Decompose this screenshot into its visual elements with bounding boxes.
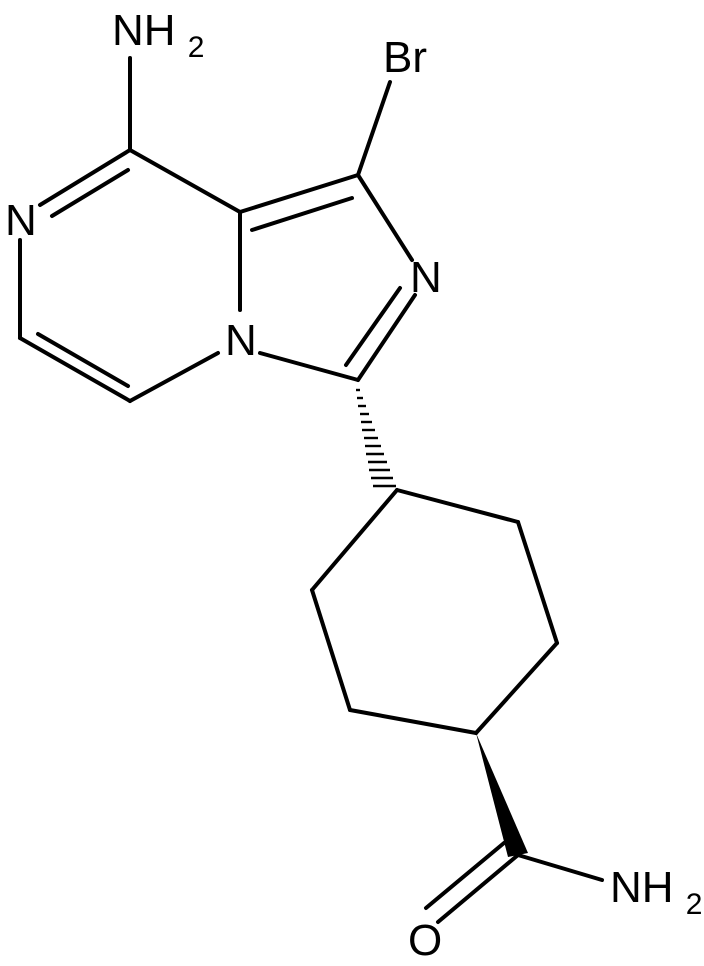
solid-wedge-bond [476, 733, 528, 857]
bonds [18, 56, 604, 924]
bridge-n-label: N [225, 316, 257, 365]
bond-c1-br [356, 80, 392, 177]
subscript-digit: 2 [188, 31, 205, 64]
bond-c6-c5 [18, 336, 132, 403]
carbonyl-o-label: O [408, 916, 442, 965]
bond-ch2-ch3 [516, 520, 559, 645]
bond-ch6-ch1 [310, 488, 399, 592]
bond-c3-n4 [258, 351, 360, 382]
amide-n-label: NH 2 [610, 863, 702, 921]
bond-c8-n7-inner [50, 168, 130, 218]
bond-n2-c3-inner [344, 286, 402, 367]
bond-n2-c3 [356, 293, 417, 382]
bond-ch3-ch4 [474, 641, 559, 735]
hashed-wedge-bond [356, 388, 396, 488]
bond-c1-n2 [356, 173, 414, 262]
bond-ch5-ch6 [310, 588, 352, 712]
bond-ch1-ch2 [395, 488, 520, 524]
subscript-digit: 2 [686, 888, 703, 921]
bond-ch4-ch5 [348, 708, 478, 735]
imidazole-n-label: N [410, 253, 442, 302]
bond-c6-c5-inner [36, 332, 130, 388]
bond-c8a-c1 [238, 173, 360, 214]
bond-c8a-c8 [128, 148, 242, 214]
bond-co-n [516, 853, 604, 882]
bromine-label: Br [383, 33, 427, 82]
atom-labels: NH 2 Br N N N NH 2 O [5, 6, 702, 965]
amine-top-label: NH 2 [112, 6, 204, 64]
bond-c8-n7 [38, 148, 132, 207]
pyrazine-n-label: N [5, 196, 37, 245]
bond-c-o [436, 853, 520, 924]
bond-c5-n4 [128, 351, 220, 403]
bond-c-o-inner [424, 841, 506, 910]
bond-c8a-c1-inner [250, 196, 354, 232]
